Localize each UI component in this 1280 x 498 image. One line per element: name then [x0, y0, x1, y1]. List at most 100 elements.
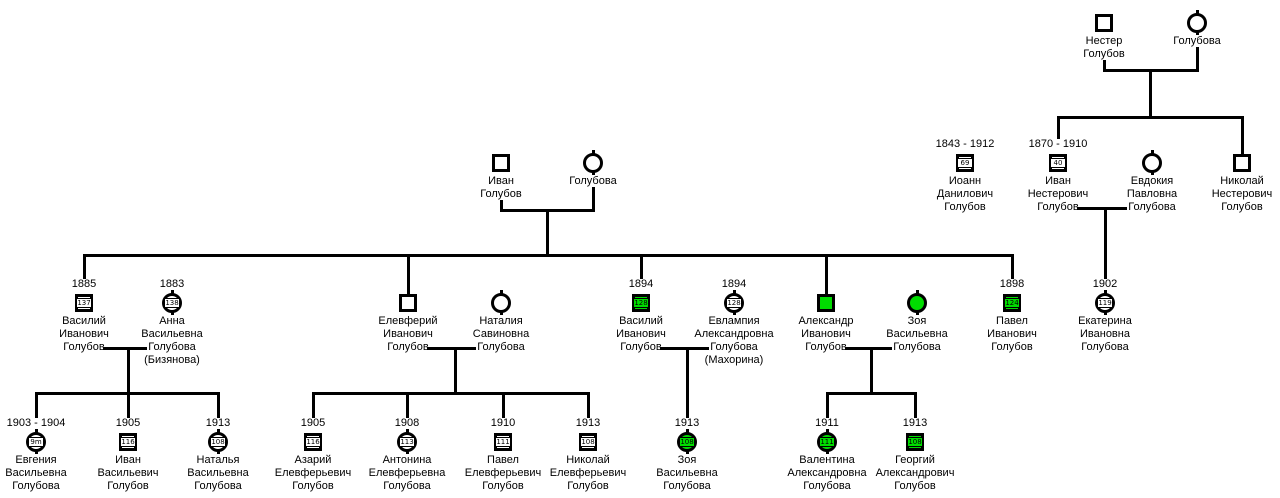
male-symbol[interactable]: [817, 294, 835, 312]
connector-line: [1149, 69, 1152, 118]
age-badge: 108: [679, 437, 695, 447]
connector-line: [640, 254, 643, 279]
symbol-tick: [171, 311, 174, 315]
person-name-line: Антонина: [382, 454, 432, 466]
person-name-line: Голубов: [991, 341, 1033, 353]
male-symbol[interactable]: [1233, 154, 1251, 172]
symbol-tick: [592, 150, 595, 154]
person-name-line: Иванович: [987, 328, 1037, 340]
age-badge: 69: [957, 158, 973, 168]
connector-line: [406, 392, 409, 418]
person-name-line: Голубов: [567, 480, 609, 492]
person-name-line: Голубов: [1221, 201, 1263, 213]
person-name-line: Александровна: [787, 467, 867, 479]
symbol-tick: [217, 429, 220, 433]
person-name-line: Нестерович: [1211, 188, 1273, 200]
age-badge: 116: [120, 437, 136, 447]
person-name-line: Елевферий: [378, 315, 438, 327]
person-name-line: Нестерович: [1027, 188, 1089, 200]
person-name-line: Голубов: [805, 341, 847, 353]
symbol-tick: [217, 450, 220, 454]
person-name-line: Васильевна: [5, 467, 67, 479]
person-name[interactable]: Голубова: [1142, 35, 1252, 48]
person-dates: 1870 - 1910: [1028, 138, 1088, 150]
person-name-line: Елевферьевна: [368, 467, 446, 479]
symbol-tick: [686, 429, 689, 433]
connector-line: [502, 392, 505, 418]
person-name-line: Голубова: [194, 480, 242, 492]
person-name-line: Анна: [159, 315, 185, 327]
female-symbol[interactable]: [491, 293, 511, 313]
symbol-tick: [406, 429, 409, 433]
symbol-tick: [916, 290, 919, 294]
age-badge: 108: [907, 437, 923, 447]
female-symbol[interactable]: [583, 153, 603, 173]
person-name[interactable]: Голубова: [538, 175, 648, 188]
person-name-line: Николай: [1220, 175, 1264, 187]
person-name-line: Голубов: [894, 480, 936, 492]
symbol-tick: [826, 429, 829, 433]
connector-line: [825, 254, 828, 296]
female-symbol[interactable]: [1187, 13, 1207, 33]
person-name-line: Голубов: [480, 188, 522, 200]
person-name-line: Евдокия: [1130, 175, 1174, 187]
male-symbol[interactable]: [1095, 14, 1113, 32]
person-name-line: Голубов: [292, 480, 334, 492]
connector-line: [1057, 116, 1244, 119]
symbol-tick: [1151, 150, 1154, 154]
person-name-line: Елевферьевич: [464, 467, 542, 479]
male-symbol[interactable]: [399, 294, 417, 312]
female-symbol[interactable]: [907, 293, 927, 313]
age-badge: 40: [1050, 158, 1066, 168]
connector-line: [83, 254, 1014, 257]
person-name-line: Нестер: [1085, 35, 1123, 47]
connector-line: [1241, 116, 1244, 156]
person-name-line: Елевферьевич: [549, 467, 627, 479]
person-name-line: Василий: [619, 315, 663, 327]
male-symbol[interactable]: [492, 154, 510, 172]
person-name-line: Зоя: [907, 315, 927, 327]
person-name-line: Евлампия: [708, 315, 760, 327]
connector-line: [83, 254, 86, 279]
connector-line: [914, 392, 917, 418]
person-dates: 1913: [575, 417, 601, 429]
age-badge: 124: [1004, 298, 1020, 308]
person-dates: 1843 - 1912: [935, 138, 995, 150]
female-symbol[interactable]: [1142, 153, 1162, 173]
connector-line: [103, 347, 147, 350]
connector-line: [826, 392, 829, 418]
symbol-tick: [1104, 290, 1107, 294]
symbol-tick: [826, 450, 829, 454]
person-name-line: Павел: [996, 315, 1028, 327]
connector-line: [1077, 207, 1127, 210]
person-name-line: Наталия: [479, 315, 523, 327]
symbol-tick: [1151, 171, 1154, 175]
person-name-line: Голубов: [63, 341, 105, 353]
